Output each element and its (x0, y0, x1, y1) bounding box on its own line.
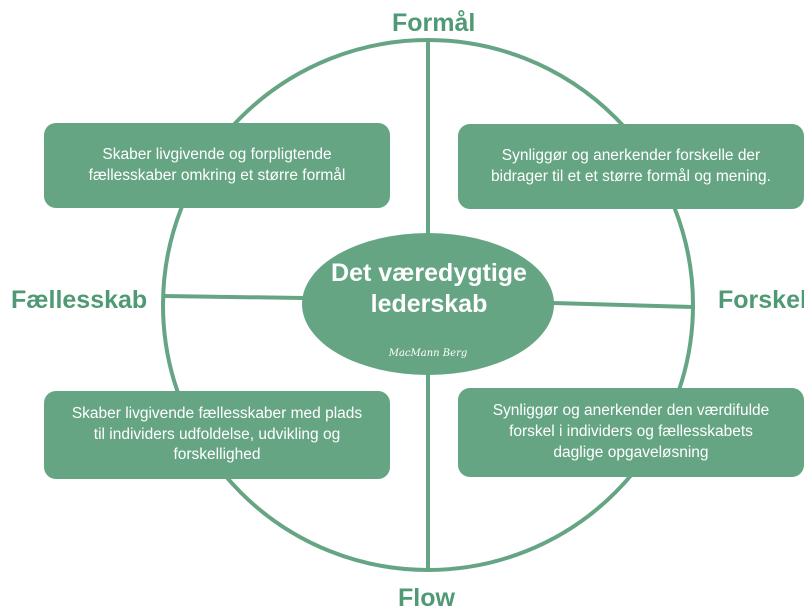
divider-right (552, 301, 694, 309)
box-top-left-line2: fællesskaber omkring et større formål (88, 166, 346, 184)
box-top-right: Synliggør og anerkender forskelle der bi… (458, 124, 804, 209)
box-bottom-right-line3: daglige opgaveløsning (553, 443, 709, 461)
center-title-line2: lederskab (370, 290, 488, 319)
center-title-line1: Det væredygtige (331, 259, 527, 287)
box-top-left-line1: Skaber livgivende og forpligtende (102, 145, 332, 163)
box-bottom-left: Skaber livgivende fællesskaber med plads… (44, 391, 390, 479)
center-title: Det væredygtige lederskab (303, 258, 555, 321)
box-top-right-line1: Synliggør og anerkender forskelle der (501, 146, 761, 164)
divider-left (162, 294, 304, 300)
center-ellipse (302, 233, 554, 375)
box-bottom-left-line1: Skaber livgivende fællesskaber med plads (71, 404, 363, 422)
box-bottom-right: Synliggør og anerkender den værdifulde f… (458, 388, 804, 477)
box-bottom-left-line2: til individers udfoldelse, udvikling og (93, 425, 341, 443)
axis-label-right: Forskel (718, 286, 804, 314)
box-bottom-right-line1: Synliggør og anerkender den værdifulde (492, 402, 770, 420)
axis-label-bottom: Flow (398, 584, 455, 612)
box-top-left: Skaber livgivende og forpligtende fælles… (44, 123, 390, 208)
axis-label-left: Fællesskab (11, 286, 148, 314)
box-bottom-right-line2: forskel i individers og fællesskabets (509, 423, 753, 441)
box-bottom-left-line3: forskellighed (173, 446, 261, 464)
signature-logo: MacMann Berg (388, 348, 468, 359)
axis-label-top: Formål (392, 9, 476, 37)
box-top-right-line2: bidrager til et et større formål og meni… (491, 167, 771, 185)
